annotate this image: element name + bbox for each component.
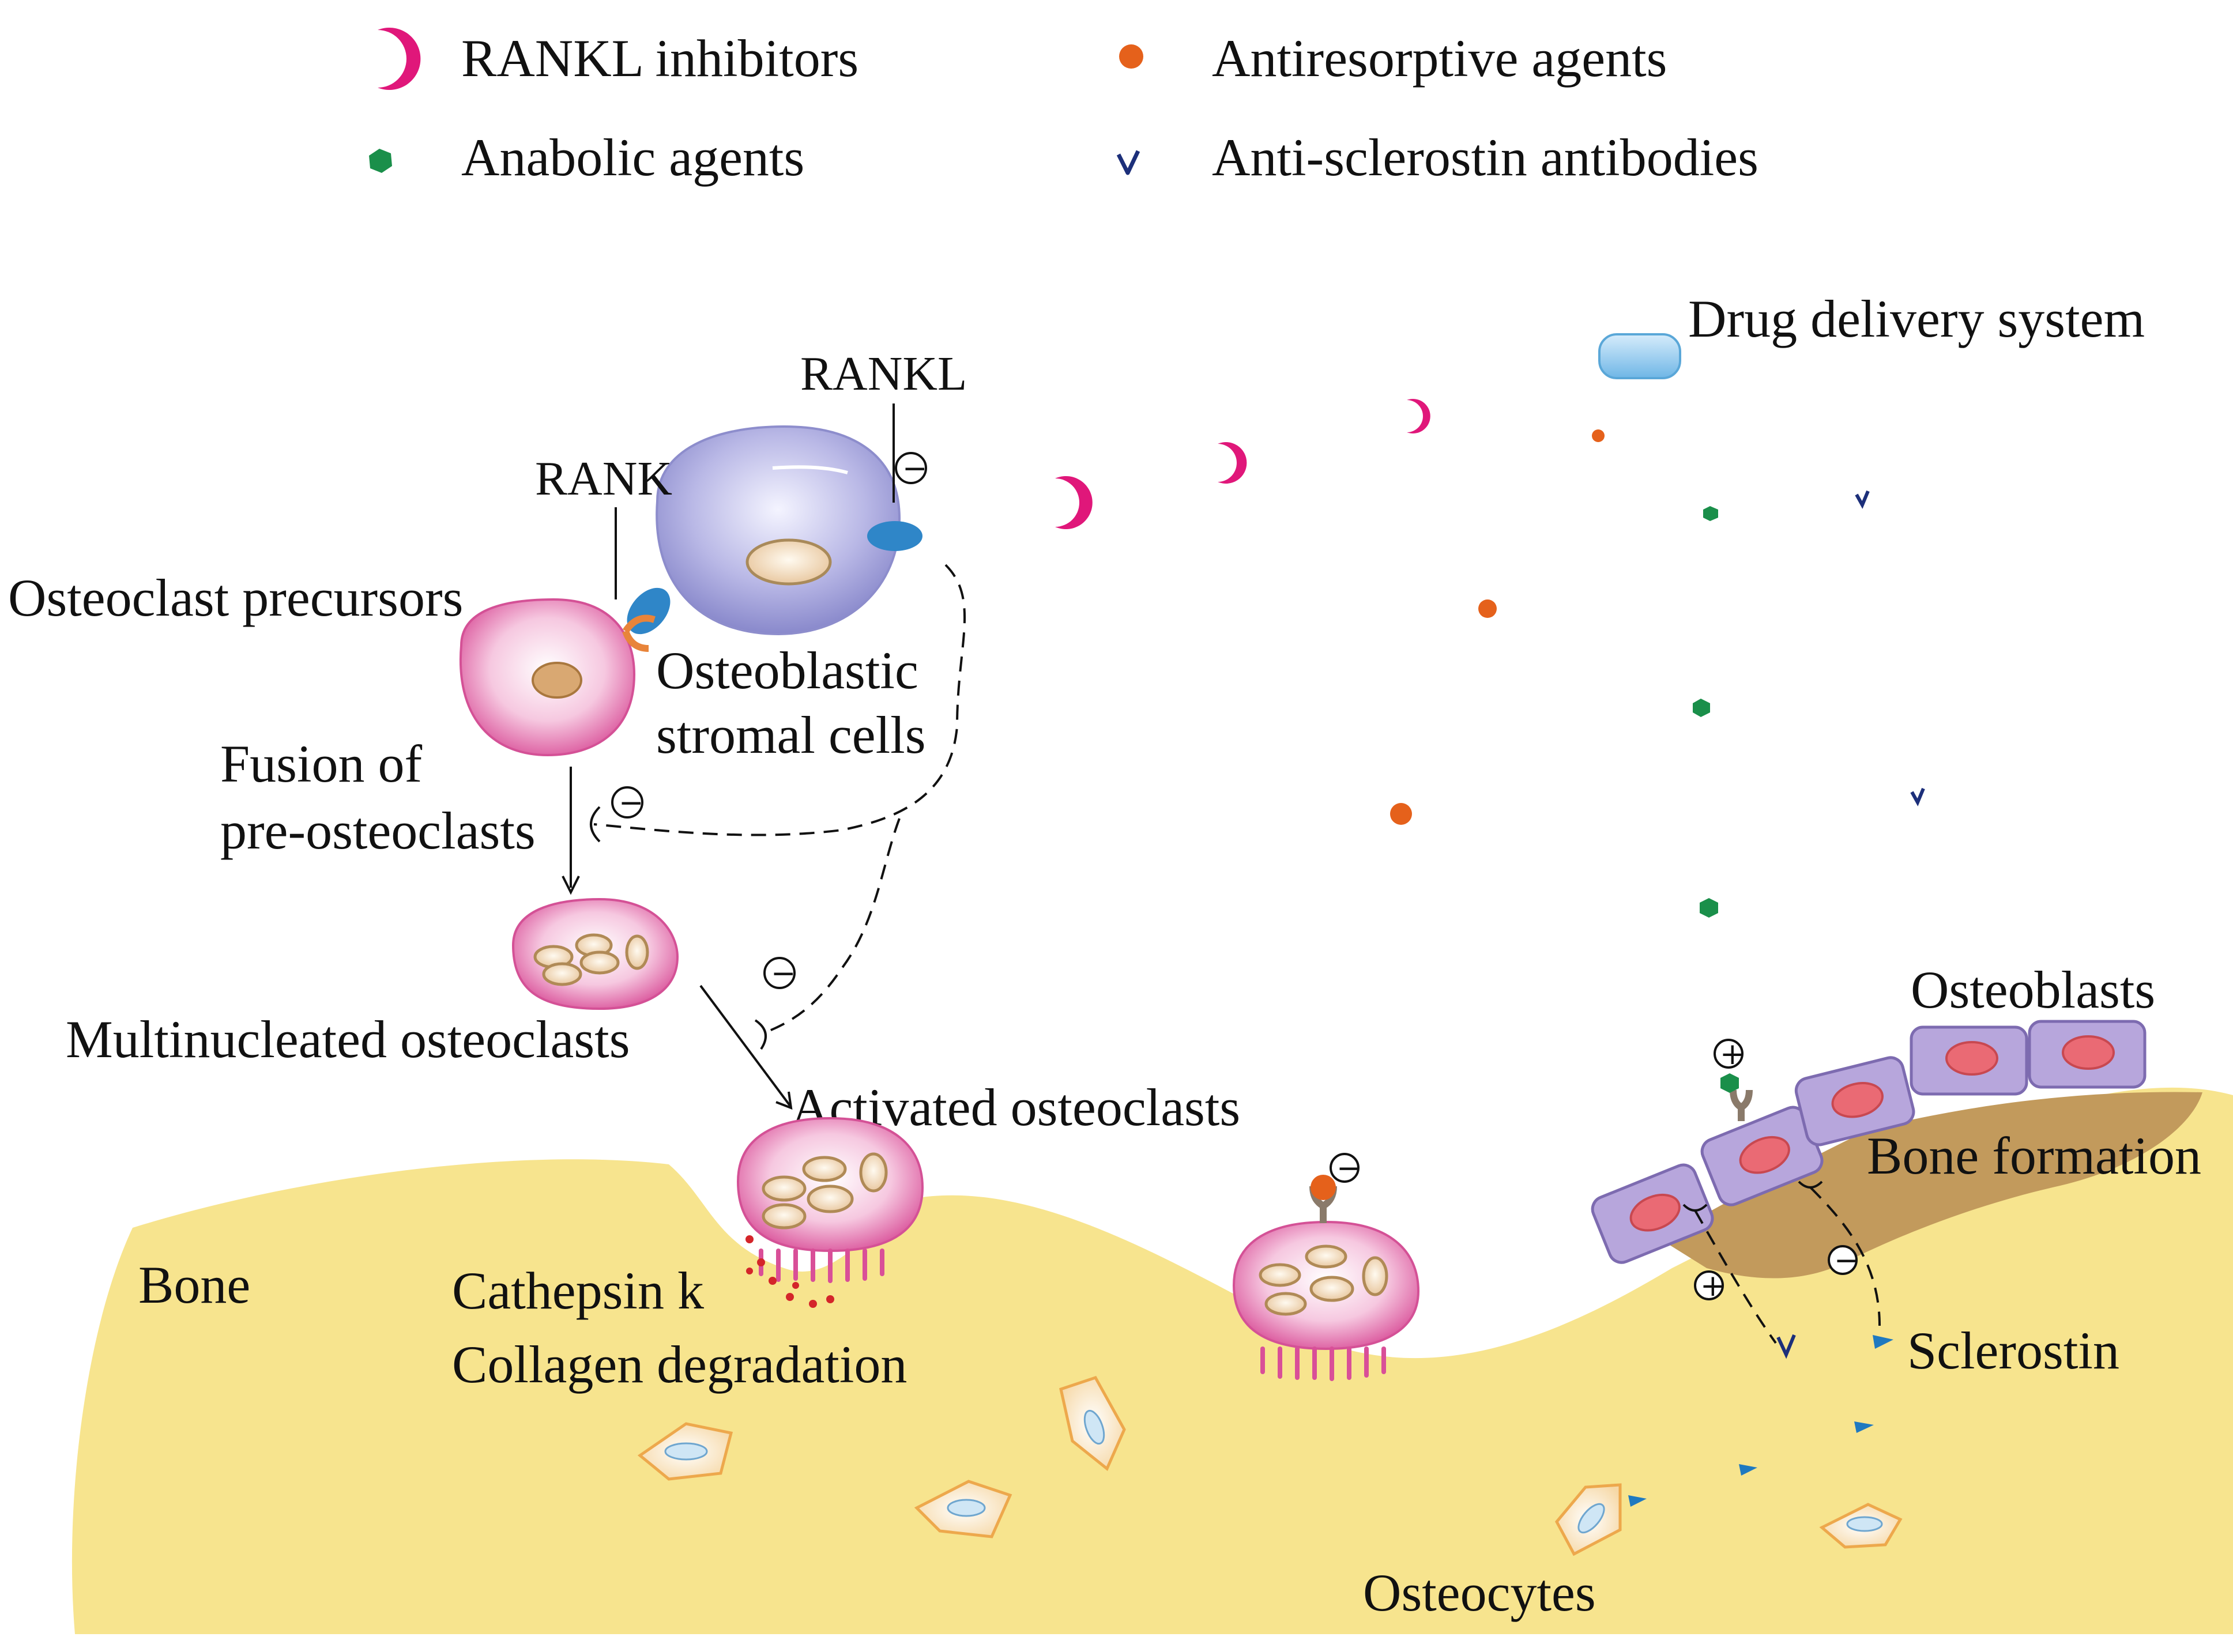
osteoblast bbox=[1700, 1106, 1824, 1206]
plus-sign: + bbox=[1720, 1037, 1745, 1072]
osteocyte bbox=[1819, 1503, 1903, 1549]
osteoblast-layer bbox=[1591, 1020, 2147, 1264]
legend-anti-sclerostin-antibodies: Anti-sclerostin antibodies bbox=[1212, 128, 1758, 187]
legend: RANKL inhibitors Antiresorptive agents A… bbox=[369, 27, 1758, 187]
label-bone: Bone bbox=[138, 1255, 250, 1314]
rankl-inhibitor-icon bbox=[1055, 476, 1093, 529]
label-osteoblastic-line1: Osteoblastic bbox=[656, 641, 918, 700]
inhibition-dashed-line bbox=[593, 564, 966, 836]
released-drugs bbox=[1055, 399, 1975, 1223]
osteoclast-nuclei bbox=[533, 933, 649, 986]
anabolic-icon bbox=[1720, 1073, 1739, 1093]
minus-sign-circle bbox=[1828, 1245, 1858, 1275]
plus-sign-circle bbox=[1714, 1039, 1744, 1069]
sclerostin-icon bbox=[1854, 1421, 1874, 1433]
anabolic-icon bbox=[1700, 898, 1718, 918]
label-osteoblasts: Osteoblasts bbox=[1911, 960, 2155, 1019]
label-bone-formation: Bone formation bbox=[1867, 1126, 2201, 1185]
inhibition-bar bbox=[754, 1019, 767, 1050]
drug-delivery-capsule bbox=[1598, 333, 1681, 379]
label-rank: RANK bbox=[535, 452, 672, 506]
label-sclerostin: Sclerostin bbox=[1907, 1321, 2119, 1380]
label-multinucleated-osteoclasts: Multinucleated osteoclasts bbox=[66, 1010, 630, 1069]
highlight bbox=[772, 465, 848, 474]
minus-sign: − bbox=[902, 451, 928, 486]
antiresorptive-icon bbox=[1311, 1175, 1336, 1200]
anabolic-icon bbox=[1693, 699, 1710, 717]
label-collagen-degradation: Collagen degradation bbox=[452, 1335, 907, 1394]
label-drug-delivery-system: Drug delivery system bbox=[1688, 289, 2145, 348]
osteocyte bbox=[637, 1422, 733, 1481]
rankl-protein bbox=[867, 521, 922, 551]
antibody-icon bbox=[1776, 1334, 1796, 1359]
ruffled-border bbox=[1260, 1347, 1386, 1381]
osteoblast bbox=[2028, 1020, 2147, 1089]
inhibition-dashed-line bbox=[766, 818, 901, 1033]
osteocyte bbox=[1059, 1375, 1126, 1471]
minus-sign: − bbox=[1834, 1243, 1859, 1278]
osteocytes bbox=[637, 1375, 1903, 1556]
antiresorptive-icon bbox=[1390, 803, 1412, 825]
label-fusion-line1: Fusion of bbox=[220, 734, 423, 793]
inhibition-bar bbox=[590, 806, 601, 843]
minus-sign-circle bbox=[1330, 1153, 1360, 1183]
osteocyte bbox=[914, 1480, 1012, 1538]
bone-formation-area bbox=[1660, 1092, 2202, 1278]
osteoclast-nuclei bbox=[762, 1152, 888, 1229]
cathepsin-k-dots bbox=[745, 1235, 834, 1308]
osteoblast bbox=[1794, 1056, 1915, 1146]
precursor-nucleus bbox=[532, 662, 582, 699]
label-rankl: RANKL bbox=[800, 347, 967, 401]
ruffled-border bbox=[759, 1249, 884, 1283]
receptor bbox=[1730, 1089, 1753, 1121]
rankl-inhibitor-icon bbox=[1218, 442, 1247, 484]
anabolic-icon bbox=[1703, 506, 1718, 521]
rankl-inhibitor-icon bbox=[1407, 399, 1430, 433]
stimulation-dashed-line bbox=[1694, 1210, 1777, 1344]
sclerostin-icon bbox=[1873, 1335, 1893, 1349]
minus-sign-circle bbox=[611, 786, 643, 819]
antiresorptive-icon bbox=[1478, 599, 1497, 618]
label-osteoblastic-line2: stromal cells bbox=[656, 706, 926, 764]
activation-arrow bbox=[699, 985, 791, 1107]
plus-sign: + bbox=[1700, 1269, 1726, 1303]
minus-sign: − bbox=[771, 956, 796, 991]
antibody-icon bbox=[1910, 787, 1925, 806]
antibody-icon bbox=[1116, 150, 1140, 175]
legend-rankl-inhibitors: RANKL inhibitors bbox=[461, 29, 858, 88]
arrowhead bbox=[775, 1091, 793, 1110]
antibody-icon bbox=[1855, 490, 1870, 509]
anabolic-icon bbox=[369, 149, 392, 173]
osteocyte bbox=[1555, 1483, 1622, 1556]
bone-matrix bbox=[71, 1087, 2233, 1634]
stromal-nucleus bbox=[745, 538, 832, 586]
plus-sign-circle bbox=[1694, 1270, 1724, 1300]
minus-sign-circle bbox=[763, 957, 796, 989]
antiresorptive-icon bbox=[1119, 44, 1143, 69]
osteoclast-nuclei bbox=[1259, 1244, 1388, 1316]
rank-receptor bbox=[622, 614, 656, 652]
sclerostin-icon bbox=[1628, 1495, 1647, 1507]
minus-sign: − bbox=[1336, 1151, 1362, 1186]
arrowhead bbox=[562, 876, 580, 895]
label-osteoclast-precursors: Osteoclast precursors bbox=[8, 568, 463, 627]
minus-sign: − bbox=[619, 786, 644, 820]
sclerostin-markers bbox=[1628, 1335, 1893, 1507]
inhibition-dashed-line bbox=[1809, 1186, 1881, 1326]
inhibition-bar bbox=[1682, 1204, 1708, 1212]
label-fusion-line2: pre-osteoclasts bbox=[220, 801, 536, 860]
osteoblast bbox=[1910, 1025, 2028, 1096]
label-osteocytes: Osteocytes bbox=[1363, 1563, 1596, 1622]
legend-antiresorptive-agents: Antiresorptive agents bbox=[1212, 29, 1667, 88]
osteoblastic-stromal-cell bbox=[656, 425, 901, 636]
minus-sign-circle bbox=[895, 452, 927, 484]
sclerostin-icon bbox=[1739, 1464, 1757, 1476]
inhibition-bar bbox=[1798, 1180, 1823, 1189]
legend-anabolic-agents: Anabolic agents bbox=[461, 128, 804, 187]
antiresorptive-icon bbox=[1592, 429, 1605, 442]
osteoblast bbox=[1591, 1163, 1714, 1264]
rankl-inhibitor-icon bbox=[378, 27, 421, 90]
label-cathepsin-k: Cathepsin k bbox=[452, 1261, 704, 1320]
